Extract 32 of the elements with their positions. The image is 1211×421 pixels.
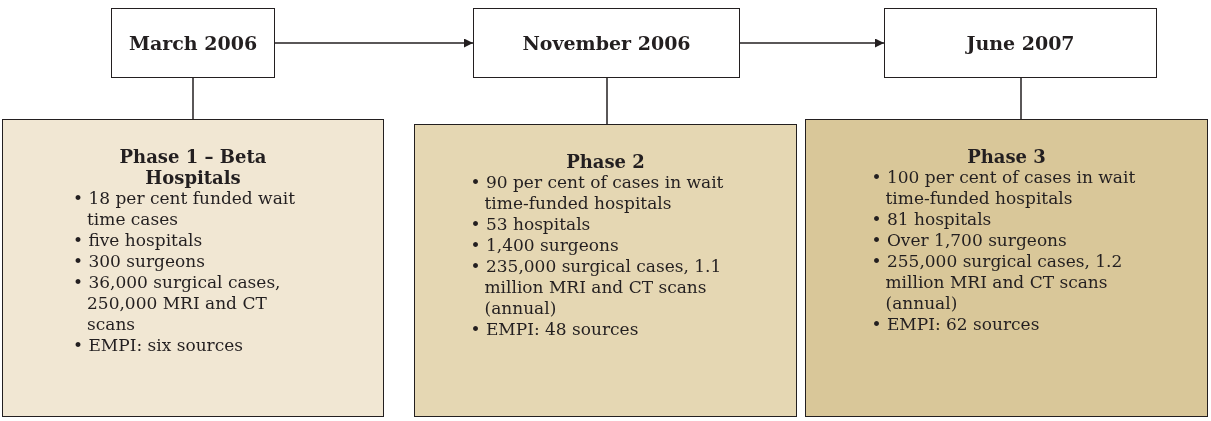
phase-box: [2, 119, 384, 417]
date-label: June 2007: [966, 32, 1075, 54]
bullet-item: • 18 per cent funded wait time cases: [73, 188, 297, 230]
bullet-item: • 1,400 surgeons: [470, 235, 620, 256]
bullet-item: • 100 per cent of cases in wait time-funded hospitals: [871, 167, 1137, 209]
phase-heading: Phase 3: [966, 146, 1047, 167]
bullet-item: • 53 hospitals: [470, 214, 592, 235]
bullet-item: • EMPI: 62 sources: [871, 314, 1041, 335]
connector-line: [606, 77, 608, 125]
bullet-item: • 81 hospitals: [871, 209, 993, 230]
phase-heading: Phase 1 – Beta Hospitals: [118, 146, 268, 188]
date-box: [884, 8, 1157, 78]
bullet-item: • EMPI: six sources: [73, 335, 245, 356]
bullet-item: • 90 per cent of cases in wait time-funded hospitals: [470, 172, 725, 214]
phase-box: [805, 119, 1208, 417]
bullet-item: • 235,000 surgical cases, 1.1 million MRI and CT scans (annual): [470, 256, 723, 319]
connector-line: [1020, 77, 1022, 120]
bullet-item: • 300 surgeons: [73, 251, 206, 272]
date-box: [111, 8, 275, 78]
date-label: November 2006: [522, 32, 691, 54]
phase-heading: Phase 2: [565, 151, 646, 172]
arrow: [274, 38, 474, 48]
bullet-item: • Over 1,700 surgeons: [871, 230, 1068, 251]
phase-box: [414, 124, 797, 417]
arrow: [739, 38, 885, 48]
bullet-item: • 36,000 surgical cases, 250,000 MRI and CT scans: [73, 272, 282, 335]
bullet-item: • 255,000 surgical cases, 1.2 million MRI and CT scans (annual): [871, 251, 1124, 314]
connector-line: [192, 77, 194, 120]
date-label: March 2006: [128, 32, 258, 54]
date-box: [473, 8, 740, 78]
bullet-item: • EMPI: 48 sources: [470, 319, 640, 340]
bullet-item: • five hospitals: [73, 230, 204, 251]
